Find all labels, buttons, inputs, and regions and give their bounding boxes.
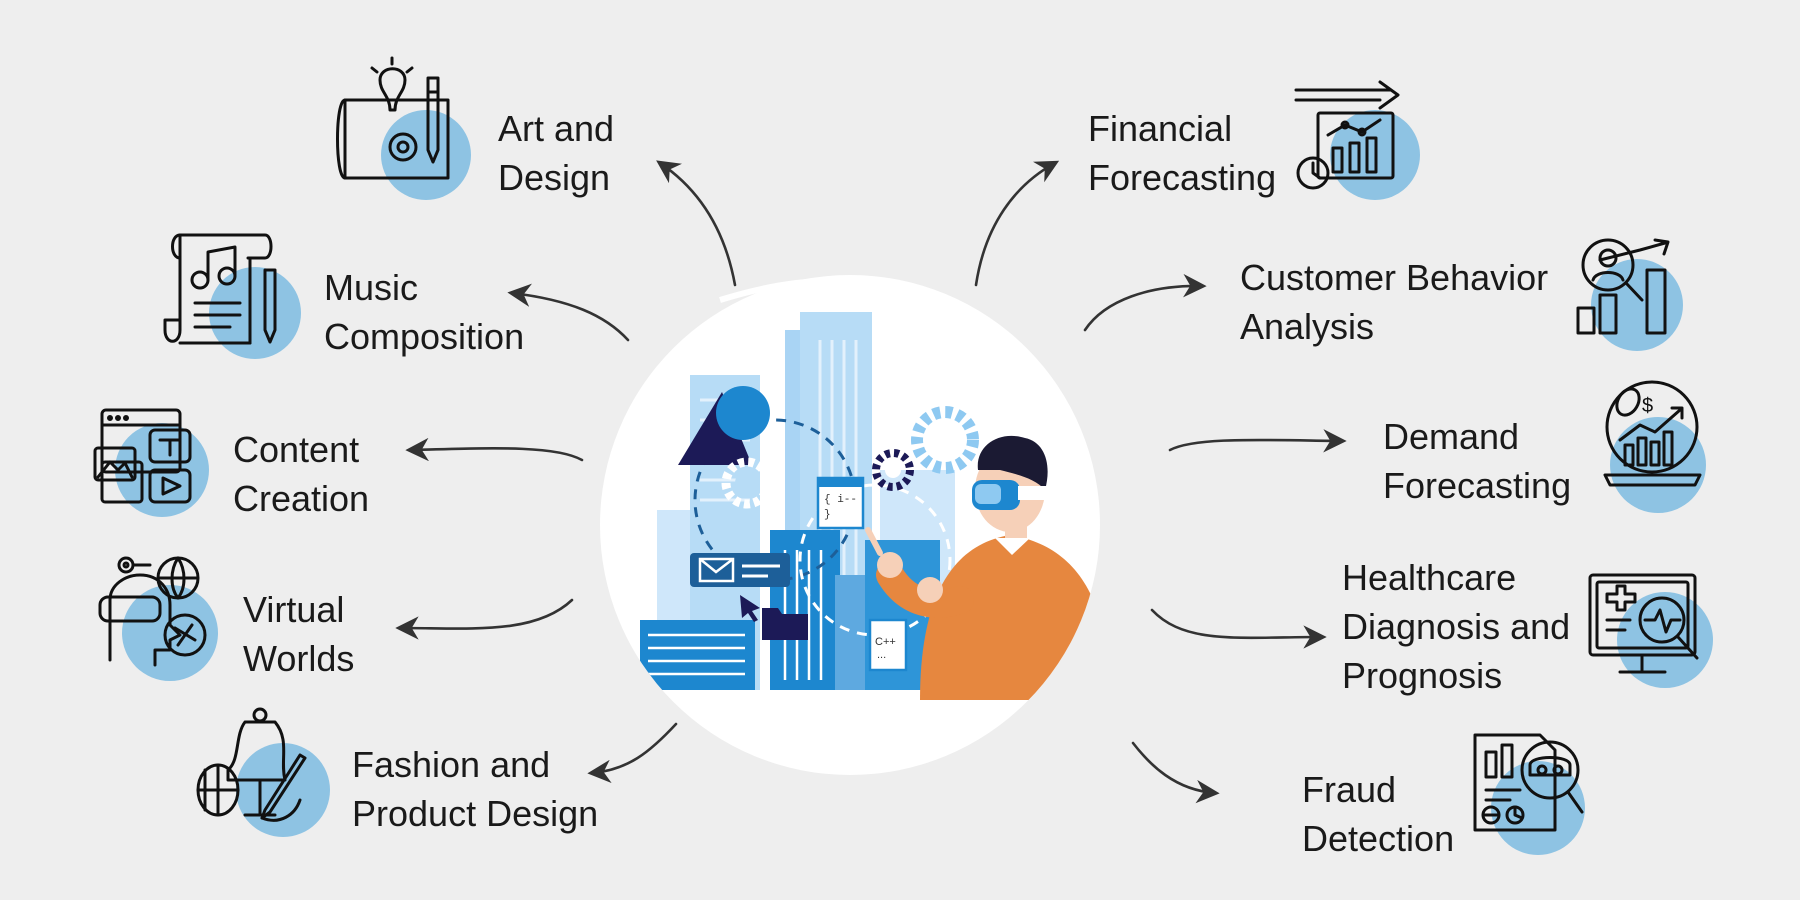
demand-forecasting-icon: $	[1603, 380, 1706, 513]
gear-icon	[721, 457, 773, 509]
arrow-customer-behavior	[1083, 273, 1207, 332]
label-financial-forecasting: Financial Forecasting	[1088, 108, 1277, 198]
arrow-music-composition	[507, 283, 630, 342]
svg-text:$: $	[1642, 395, 1653, 417]
virtual-worlds-icon	[98, 556, 218, 681]
gear-icon	[872, 449, 914, 491]
developer-vr-illustration: { i-- } C++ ...	[600, 275, 1100, 775]
fashion-design-icon	[196, 707, 330, 837]
arrow-financial-forecasting	[974, 160, 1060, 287]
label-healthcare-diagnosis-prognosis: Healthcare Diagnosis and Prognosis	[1342, 557, 1571, 696]
arrow-demand-forecasting	[1168, 429, 1347, 453]
financial-forecasting-icon	[1294, 80, 1420, 200]
label-demand-forecasting: Demand Forecasting	[1383, 416, 1572, 506]
arrow-fashion-design	[587, 722, 678, 784]
arrow-virtual-worlds	[395, 598, 574, 640]
arrow-content-creation	[405, 437, 584, 462]
code-snippet-text: { i--	[824, 494, 857, 506]
healthcare-diagnosis-icon	[1588, 573, 1713, 688]
arrow-art-design	[656, 160, 737, 287]
label-art-and-design: Art and Design	[498, 108, 615, 198]
label-fraud-detection: Fraud Detection	[1302, 769, 1455, 859]
arrow-healthcare-diagnosis	[1150, 608, 1327, 649]
label-music-composition: Music Composition	[324, 267, 525, 357]
connector-arrows	[395, 160, 1347, 804]
label-content-creation: Content Creation	[233, 429, 370, 519]
fraud-detection-icon	[1473, 733, 1585, 855]
label-virtual-worlds: Virtual Worlds	[243, 589, 355, 679]
art-design-icon	[336, 56, 471, 200]
customer-behavior-icon	[1576, 238, 1683, 351]
code-snippet-close: }	[824, 509, 831, 521]
gear-icon	[911, 406, 979, 474]
label-customer-behavior-analysis: Customer Behavior Analysis	[1240, 257, 1549, 347]
label-fashion-product-design: Fashion and Product Design	[352, 744, 599, 834]
code-dots-text: ...	[877, 649, 886, 661]
arrow-fraud-detection	[1131, 741, 1220, 804]
music-composition-icon	[163, 233, 301, 359]
code-tag-text: C++	[875, 636, 896, 648]
content-creation-icon	[93, 408, 209, 517]
